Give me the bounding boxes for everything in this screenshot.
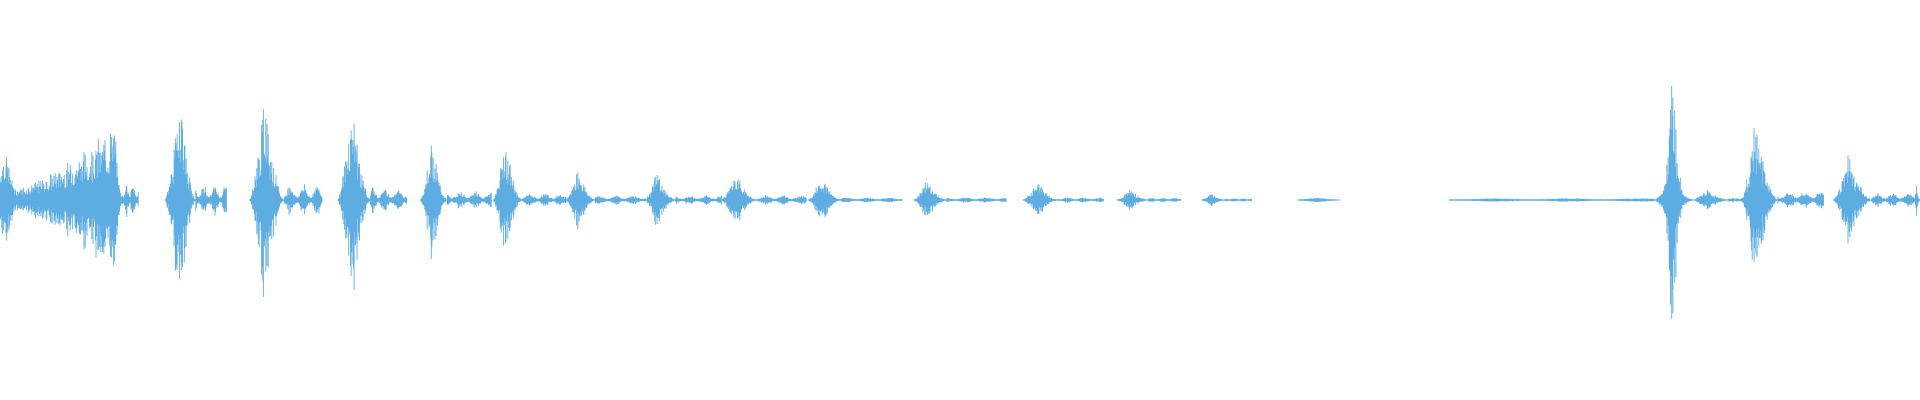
waveform-bars bbox=[0, 86, 1920, 320]
waveform-segment bbox=[1022, 184, 1059, 215]
waveform-segment bbox=[1692, 190, 1729, 209]
waveform-segment bbox=[118, 184, 139, 217]
waveform-segment bbox=[913, 182, 947, 216]
waveform-segment bbox=[1871, 193, 1917, 207]
waveform-segment bbox=[370, 187, 408, 214]
waveform-segment bbox=[807, 183, 842, 218]
waveform-segment bbox=[840, 197, 903, 203]
waveform-segment bbox=[946, 197, 1007, 203]
waveform-segment bbox=[1147, 198, 1182, 203]
waveform-segment bbox=[721, 179, 757, 220]
waveform-segment bbox=[675, 195, 722, 205]
waveform-segment bbox=[0, 133, 120, 265]
waveform-segment bbox=[420, 145, 448, 259]
waveform-segment bbox=[594, 195, 646, 205]
waveform-segment bbox=[644, 174, 677, 225]
waveform-segment bbox=[1777, 193, 1824, 209]
waveform-segment bbox=[565, 172, 596, 230]
waveform-segment bbox=[337, 123, 371, 291]
waveform-segment bbox=[1913, 185, 1920, 216]
waveform-segment bbox=[521, 194, 567, 207]
waveform-segment bbox=[446, 191, 492, 209]
waveform-segment bbox=[492, 152, 523, 246]
waveform-segment bbox=[1297, 197, 1341, 203]
waveform-segment bbox=[1727, 197, 1742, 203]
waveform-segment bbox=[1201, 194, 1226, 207]
waveform-segment bbox=[1449, 198, 1656, 202]
waveform-segment bbox=[1057, 197, 1104, 203]
waveform-segment bbox=[1662, 86, 1686, 320]
waveform-segment bbox=[1833, 155, 1873, 244]
waveform-segment bbox=[1224, 198, 1252, 202]
waveform-segment bbox=[1116, 190, 1149, 210]
waveform-segment bbox=[1740, 128, 1778, 262]
waveform-segment bbox=[283, 184, 323, 215]
waveform-segment bbox=[249, 109, 285, 297]
waveform-segment bbox=[756, 195, 807, 205]
waveform-segment bbox=[195, 186, 227, 216]
waveform-segment bbox=[164, 119, 197, 279]
